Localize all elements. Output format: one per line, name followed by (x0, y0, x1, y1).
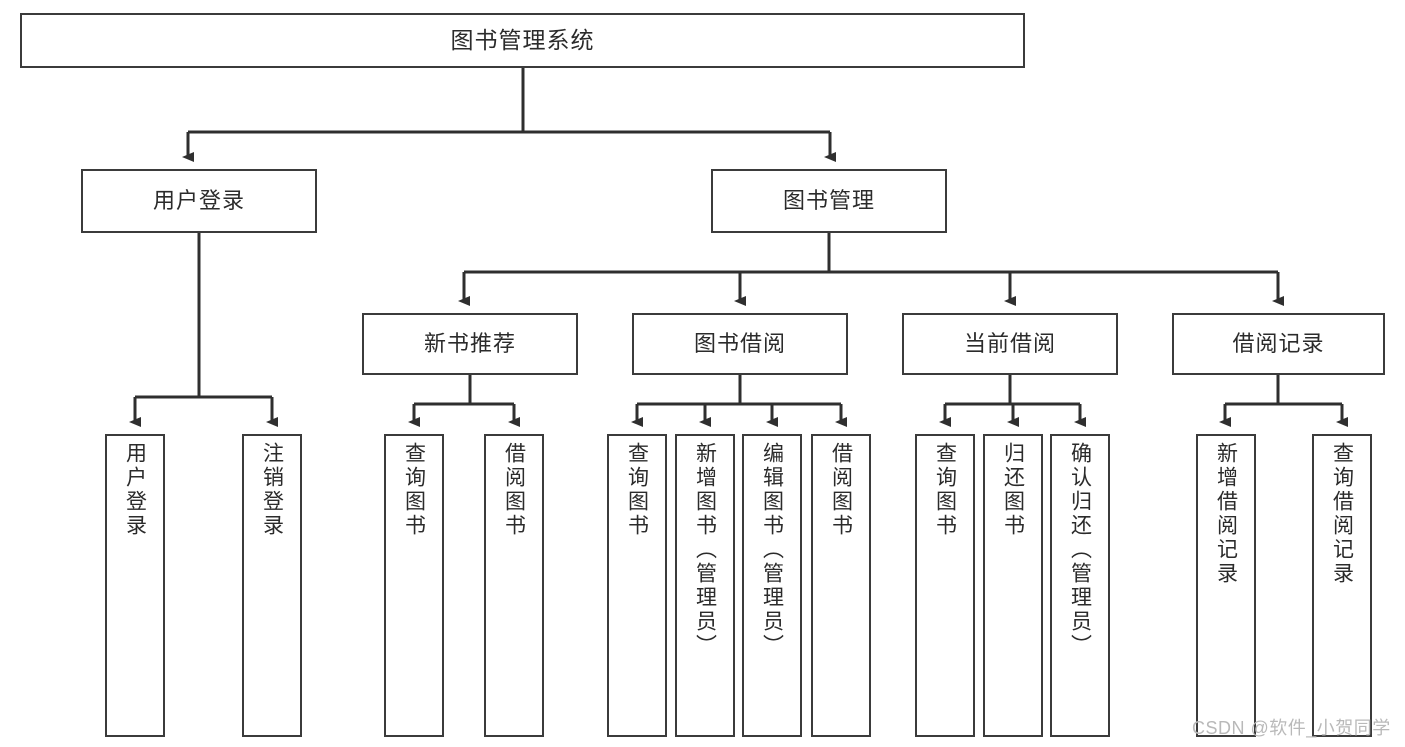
node-label: 查询图书 (933, 442, 957, 538)
node-label: 图书借阅 (693, 331, 786, 357)
leaf-edit-book-admin[interactable]: 编辑图书（管理员） (742, 434, 802, 737)
node-label: 归还图书 (1001, 442, 1025, 538)
node-user-login[interactable]: 用户登录 (81, 169, 317, 233)
node-label: 新书推荐 (423, 331, 516, 357)
node-label: 查询图书 (402, 442, 426, 538)
node-root-book-management-system[interactable]: 图书管理系统 (20, 13, 1025, 68)
node-label: 图书管理系统 (450, 26, 595, 53)
node-label: 编辑图书（管理员） (760, 442, 784, 658)
node-label: 新增借阅记录 (1214, 442, 1238, 586)
leaf-query-book-current[interactable]: 查询图书 (915, 434, 975, 737)
node-label: 借阅记录 (1232, 331, 1325, 357)
node-label: 借阅图书 (502, 442, 526, 538)
node-label: 用户登录 (152, 188, 245, 214)
leaf-query-book-borrow[interactable]: 查询图书 (607, 434, 667, 737)
node-label: 确认归还（管理员） (1068, 442, 1092, 658)
leaf-borrow-book[interactable]: 借阅图书 (811, 434, 871, 737)
node-book-management[interactable]: 图书管理 (711, 169, 947, 233)
node-label: 查询借阅记录 (1330, 442, 1354, 586)
leaf-confirm-return-admin[interactable]: 确认归还（管理员） (1050, 434, 1110, 737)
node-label: 图书管理 (782, 188, 875, 214)
node-label: 查询图书 (625, 442, 649, 538)
node-label: 当前借阅 (963, 331, 1056, 357)
node-book-borrow[interactable]: 图书借阅 (632, 313, 848, 375)
csdn-watermark: CSDN @软件_小贺同学 (1192, 718, 1391, 738)
node-borrow-record[interactable]: 借阅记录 (1172, 313, 1385, 375)
leaf-add-borrow-record[interactable]: 新增借阅记录 (1196, 434, 1256, 737)
leaf-return-book[interactable]: 归还图书 (983, 434, 1043, 737)
leaf-query-borrow-record[interactable]: 查询借阅记录 (1312, 434, 1372, 737)
leaf-borrow-book-recommend[interactable]: 借阅图书 (484, 434, 544, 737)
node-current-borrow[interactable]: 当前借阅 (902, 313, 1118, 375)
node-label: 注销登录 (260, 442, 284, 538)
leaf-user-login[interactable]: 用户登录 (105, 434, 165, 737)
leaf-query-book-recommend[interactable]: 查询图书 (384, 434, 444, 737)
node-label: 用户登录 (123, 442, 147, 538)
leaf-add-book-admin[interactable]: 新增图书（管理员） (675, 434, 735, 737)
node-label: 借阅图书 (829, 442, 853, 538)
node-new-book-recommend[interactable]: 新书推荐 (362, 313, 578, 375)
leaf-logout-login[interactable]: 注销登录 (242, 434, 302, 737)
node-label: 新增图书（管理员） (693, 442, 717, 658)
